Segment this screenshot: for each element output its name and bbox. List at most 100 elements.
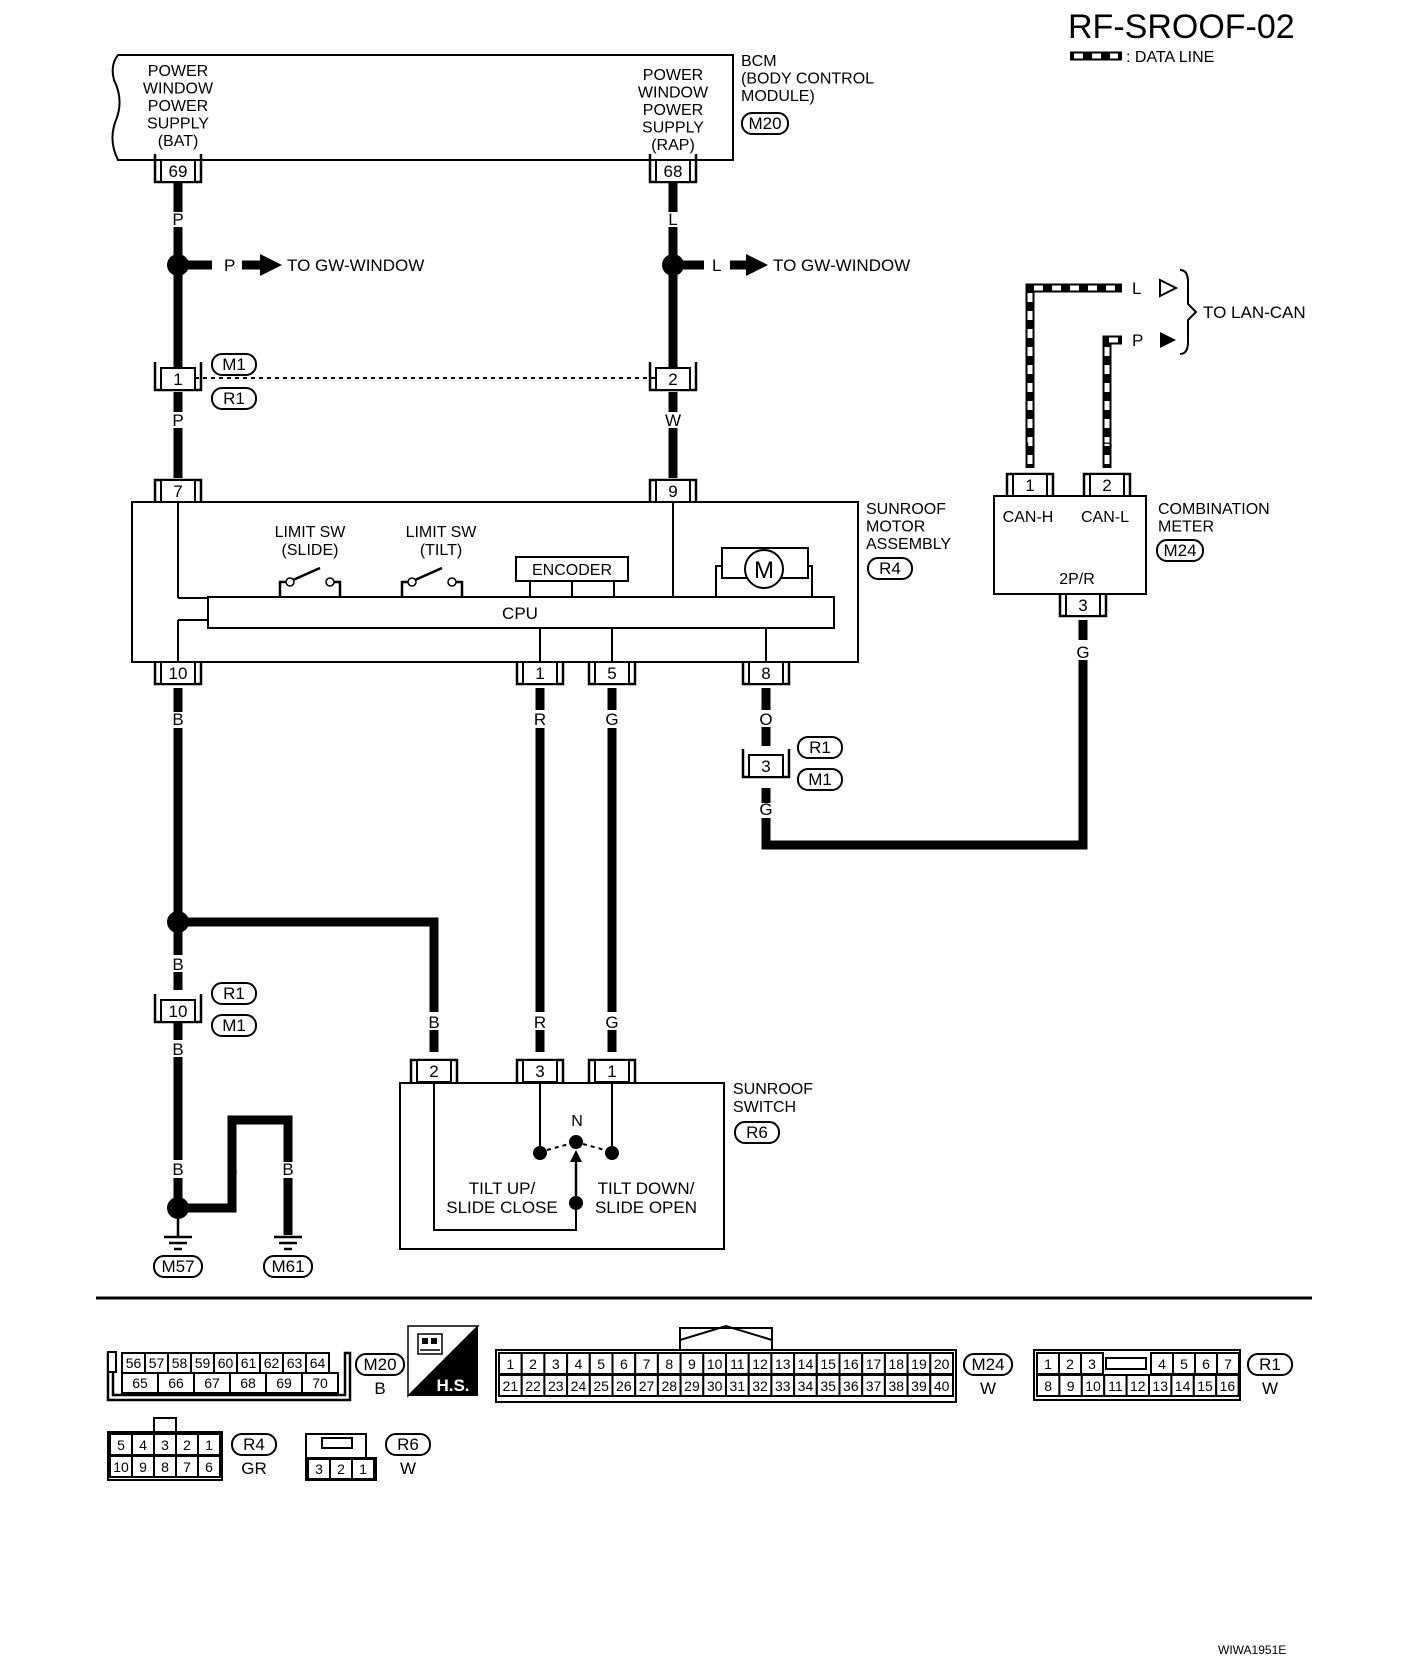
r1-cells-cell: 16: [1215, 1374, 1240, 1397]
pin-joint-2: 2: [648, 362, 698, 392]
svg-text:1: 1: [173, 370, 182, 389]
gw-window-branch-l: L TO GW-WINDOW: [680, 254, 910, 276]
svg-text:13: 13: [1152, 1378, 1168, 1394]
bcm-bat-lines-line: SUPPLY: [147, 116, 209, 133]
svg-text:7: 7: [173, 482, 182, 501]
pin-bcm-69: 69: [153, 154, 203, 184]
data-line-legend-label: : DATA LINE: [1126, 49, 1214, 66]
svg-text:6: 6: [1202, 1356, 1210, 1372]
r4-cells-cell: 2: [175, 1433, 199, 1456]
svg-text:W: W: [665, 411, 681, 430]
pin-motor-7: 7: [153, 478, 203, 508]
svg-text:3: 3: [1088, 1356, 1096, 1372]
data-line-legend: : DATA LINE: [1070, 49, 1214, 66]
sunroof-switch: N TILT UP/SLIDE CLOSE TILT DOWN/SLIDE OP…: [399, 1081, 813, 1250]
svg-text:26: 26: [616, 1378, 632, 1394]
r6-cells-cell: 1: [351, 1458, 375, 1480]
r6-cells-cell: 3: [307, 1458, 331, 1480]
svg-text:14: 14: [1175, 1378, 1191, 1394]
svg-text:21: 21: [503, 1378, 519, 1394]
svg-text:24: 24: [571, 1378, 587, 1394]
pin-joint-1: 1: [153, 362, 203, 392]
m24-cells-cell: 25: [588, 1374, 614, 1397]
encoder-block: ENCODER: [515, 556, 629, 597]
svg-text:5: 5: [607, 664, 616, 683]
svg-text:11: 11: [730, 1356, 745, 1372]
svg-text:68: 68: [240, 1375, 256, 1391]
r4-cells-cell: 4: [131, 1433, 155, 1456]
bcm-rap-lines-line: (RAP): [651, 137, 695, 154]
diagram-title: RF-SROOF-02: [1068, 8, 1295, 46]
svg-text:R: R: [534, 710, 546, 729]
svg-text:40: 40: [934, 1378, 950, 1394]
svg-text:7: 7: [643, 1356, 651, 1372]
m24-cells-cell: 11: [725, 1352, 750, 1375]
svg-text:B: B: [226, 1160, 237, 1179]
tilt-down-lines-line: SLIDE OPEN: [595, 1198, 697, 1217]
svg-text:8: 8: [161, 1459, 169, 1475]
svg-text:P: P: [172, 411, 183, 430]
svg-text:56: 56: [126, 1355, 142, 1371]
svg-text:M1: M1: [808, 770, 832, 789]
svg-text:3: 3: [535, 1062, 544, 1081]
m24-cells-cell: 22: [520, 1374, 546, 1397]
lim-slide-lines-line: (SLIDE): [282, 542, 339, 559]
m24-cells-cell: 20: [929, 1352, 954, 1375]
svg-text:W: W: [1262, 1379, 1278, 1398]
svg-text:7: 7: [1224, 1356, 1232, 1372]
svg-text:29: 29: [684, 1378, 700, 1394]
svg-text:2: 2: [183, 1437, 191, 1453]
m24-cells-cell: 14: [793, 1352, 818, 1375]
svg-text:GR: GR: [241, 1459, 267, 1478]
svg-text:69: 69: [169, 162, 188, 181]
svg-text:H.S.: H.S.: [436, 1376, 469, 1395]
lan-can-branch: L P TO LAN-CAN: [1132, 269, 1306, 355]
svg-text:17: 17: [866, 1356, 882, 1372]
svg-text:9: 9: [688, 1356, 696, 1372]
svg-text:31: 31: [730, 1378, 746, 1394]
r1-cells-cell: 12: [1125, 1374, 1150, 1397]
svg-text:3: 3: [1078, 596, 1087, 615]
svg-text:CAN-H: CAN-H: [1003, 509, 1054, 526]
svg-text:R1: R1: [1259, 1355, 1281, 1374]
svg-text:23: 23: [548, 1378, 564, 1394]
svg-text:8: 8: [665, 1356, 673, 1372]
svg-text:P: P: [224, 256, 235, 275]
svg-text:28: 28: [661, 1378, 677, 1394]
svg-text:19: 19: [911, 1356, 927, 1372]
m24-cells-cell: 32: [747, 1374, 773, 1397]
r1-cells-cell: 15: [1192, 1374, 1218, 1397]
svg-text:64: 64: [310, 1355, 326, 1371]
meter-label-lines-line: METER: [1158, 519, 1214, 536]
r1-cells-cell: 10: [1080, 1374, 1106, 1397]
lim-slide-lines-line: LIMIT SW: [275, 524, 347, 541]
motor-label-lines-line: SUNROOF: [866, 501, 946, 518]
svg-text:57: 57: [149, 1355, 165, 1371]
svg-text:35: 35: [820, 1378, 836, 1394]
motor-label-lines-line: MOTOR: [866, 519, 925, 536]
svg-text:63: 63: [287, 1355, 303, 1371]
svg-text:7: 7: [183, 1459, 191, 1475]
svg-text:L: L: [1025, 439, 1034, 458]
svg-text:M1: M1: [222, 355, 246, 374]
m24-cells-cell: 28: [656, 1374, 682, 1397]
bcm-bat-lines-line: WINDOW: [143, 81, 214, 98]
svg-text:1: 1: [359, 1461, 367, 1477]
m24-cells-cell: 29: [679, 1374, 705, 1397]
svg-text:13: 13: [775, 1356, 791, 1372]
to-lan-can-label: TO LAN-CAN: [1203, 303, 1306, 322]
svg-text:4: 4: [139, 1437, 147, 1453]
r1-cells-cell: 2: [1058, 1352, 1082, 1375]
svg-text:2: 2: [1066, 1356, 1074, 1372]
m20-cells-cell: 56: [121, 1352, 146, 1374]
m24-cells-cell: 36: [838, 1374, 864, 1397]
bcm-bat-lines-line: POWER: [148, 98, 208, 115]
m24-cells-cell: 5: [588, 1352, 614, 1375]
ground-m61: M61: [263, 1235, 313, 1278]
svg-text:30: 30: [707, 1378, 723, 1394]
svg-text:70: 70: [312, 1375, 328, 1391]
svg-text:2: 2: [529, 1356, 537, 1372]
ground-m57: M57: [153, 1219, 203, 1278]
